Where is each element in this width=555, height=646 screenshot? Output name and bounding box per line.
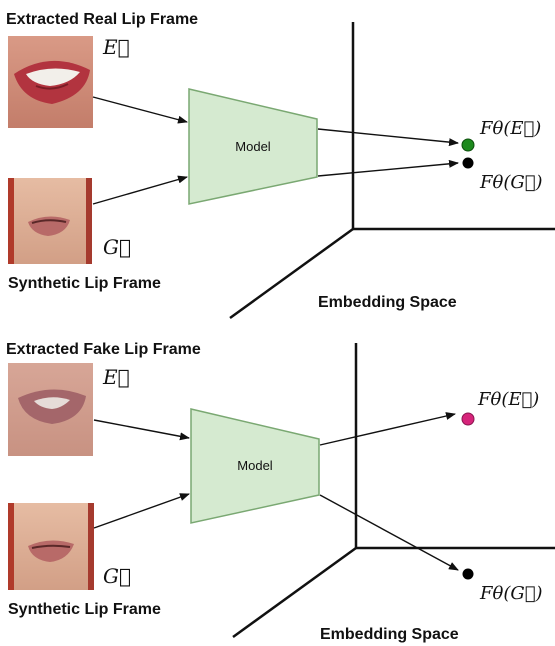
extracted-real-lip-image <box>8 36 93 128</box>
model-to-synthetic-embedding-arrow <box>317 159 459 177</box>
extracted-to-model-arrow <box>93 419 190 441</box>
model-block <box>188 88 318 205</box>
extracted-symbol: E⃗ <box>102 35 130 59</box>
synthetic-label: Synthetic Lip Frame <box>8 275 161 292</box>
panel-fake: Extracted Fake Lip Frame E⃗ G⃗ Synthetic… <box>6 341 555 643</box>
synthetic-to-model-arrow <box>92 175 188 205</box>
synthetic-symbol: G⃗ <box>103 564 131 588</box>
model-to-extracted-embedding-arrow <box>317 128 459 147</box>
extracted-symbol: E⃗ <box>102 365 130 389</box>
model-label: Model <box>235 139 271 154</box>
synthetic-embedding-label: Fθ(G⃗) <box>479 172 543 193</box>
extracted-to-model-arrow <box>92 96 188 124</box>
extracted-fake-lip-image <box>8 363 93 456</box>
synthetic-symbol: G⃗ <box>103 235 131 259</box>
embedding-space-label: Embedding Space <box>320 626 459 643</box>
embedding-space-label: Embedding Space <box>318 294 457 311</box>
extracted-embedding-label: Fθ(E⃗) <box>477 389 539 410</box>
synthetic-embedding-label: Fθ(G⃗) <box>479 583 543 604</box>
synthetic-lip-image <box>8 178 92 264</box>
model-to-synthetic-embedding-arrow <box>319 494 459 571</box>
synthetic-embedding-dot <box>462 568 474 580</box>
real-embedding-dot <box>461 138 475 152</box>
panel-real: Extracted Real Lip Frame E⃗ G⃗ Synthetic… <box>6 11 555 320</box>
synthetic-label: Synthetic Lip Frame <box>8 601 161 618</box>
embedding-space-axes <box>232 343 555 639</box>
synthetic-embedding-dot <box>462 157 474 169</box>
model-block <box>190 408 320 524</box>
fake-embedding-dot <box>461 412 475 426</box>
embedding-space-axes <box>229 22 555 320</box>
panel-title: Extracted Fake Lip Frame <box>6 341 201 358</box>
synthetic-to-model-arrow <box>93 493 190 529</box>
panel-title: Extracted Real Lip Frame <box>6 11 198 28</box>
model-label: Model <box>237 458 273 473</box>
model-to-extracted-embedding-arrow <box>319 412 456 446</box>
synthetic-lip-image <box>8 503 94 590</box>
extracted-embedding-label: Fθ(E⃗) <box>479 118 541 139</box>
